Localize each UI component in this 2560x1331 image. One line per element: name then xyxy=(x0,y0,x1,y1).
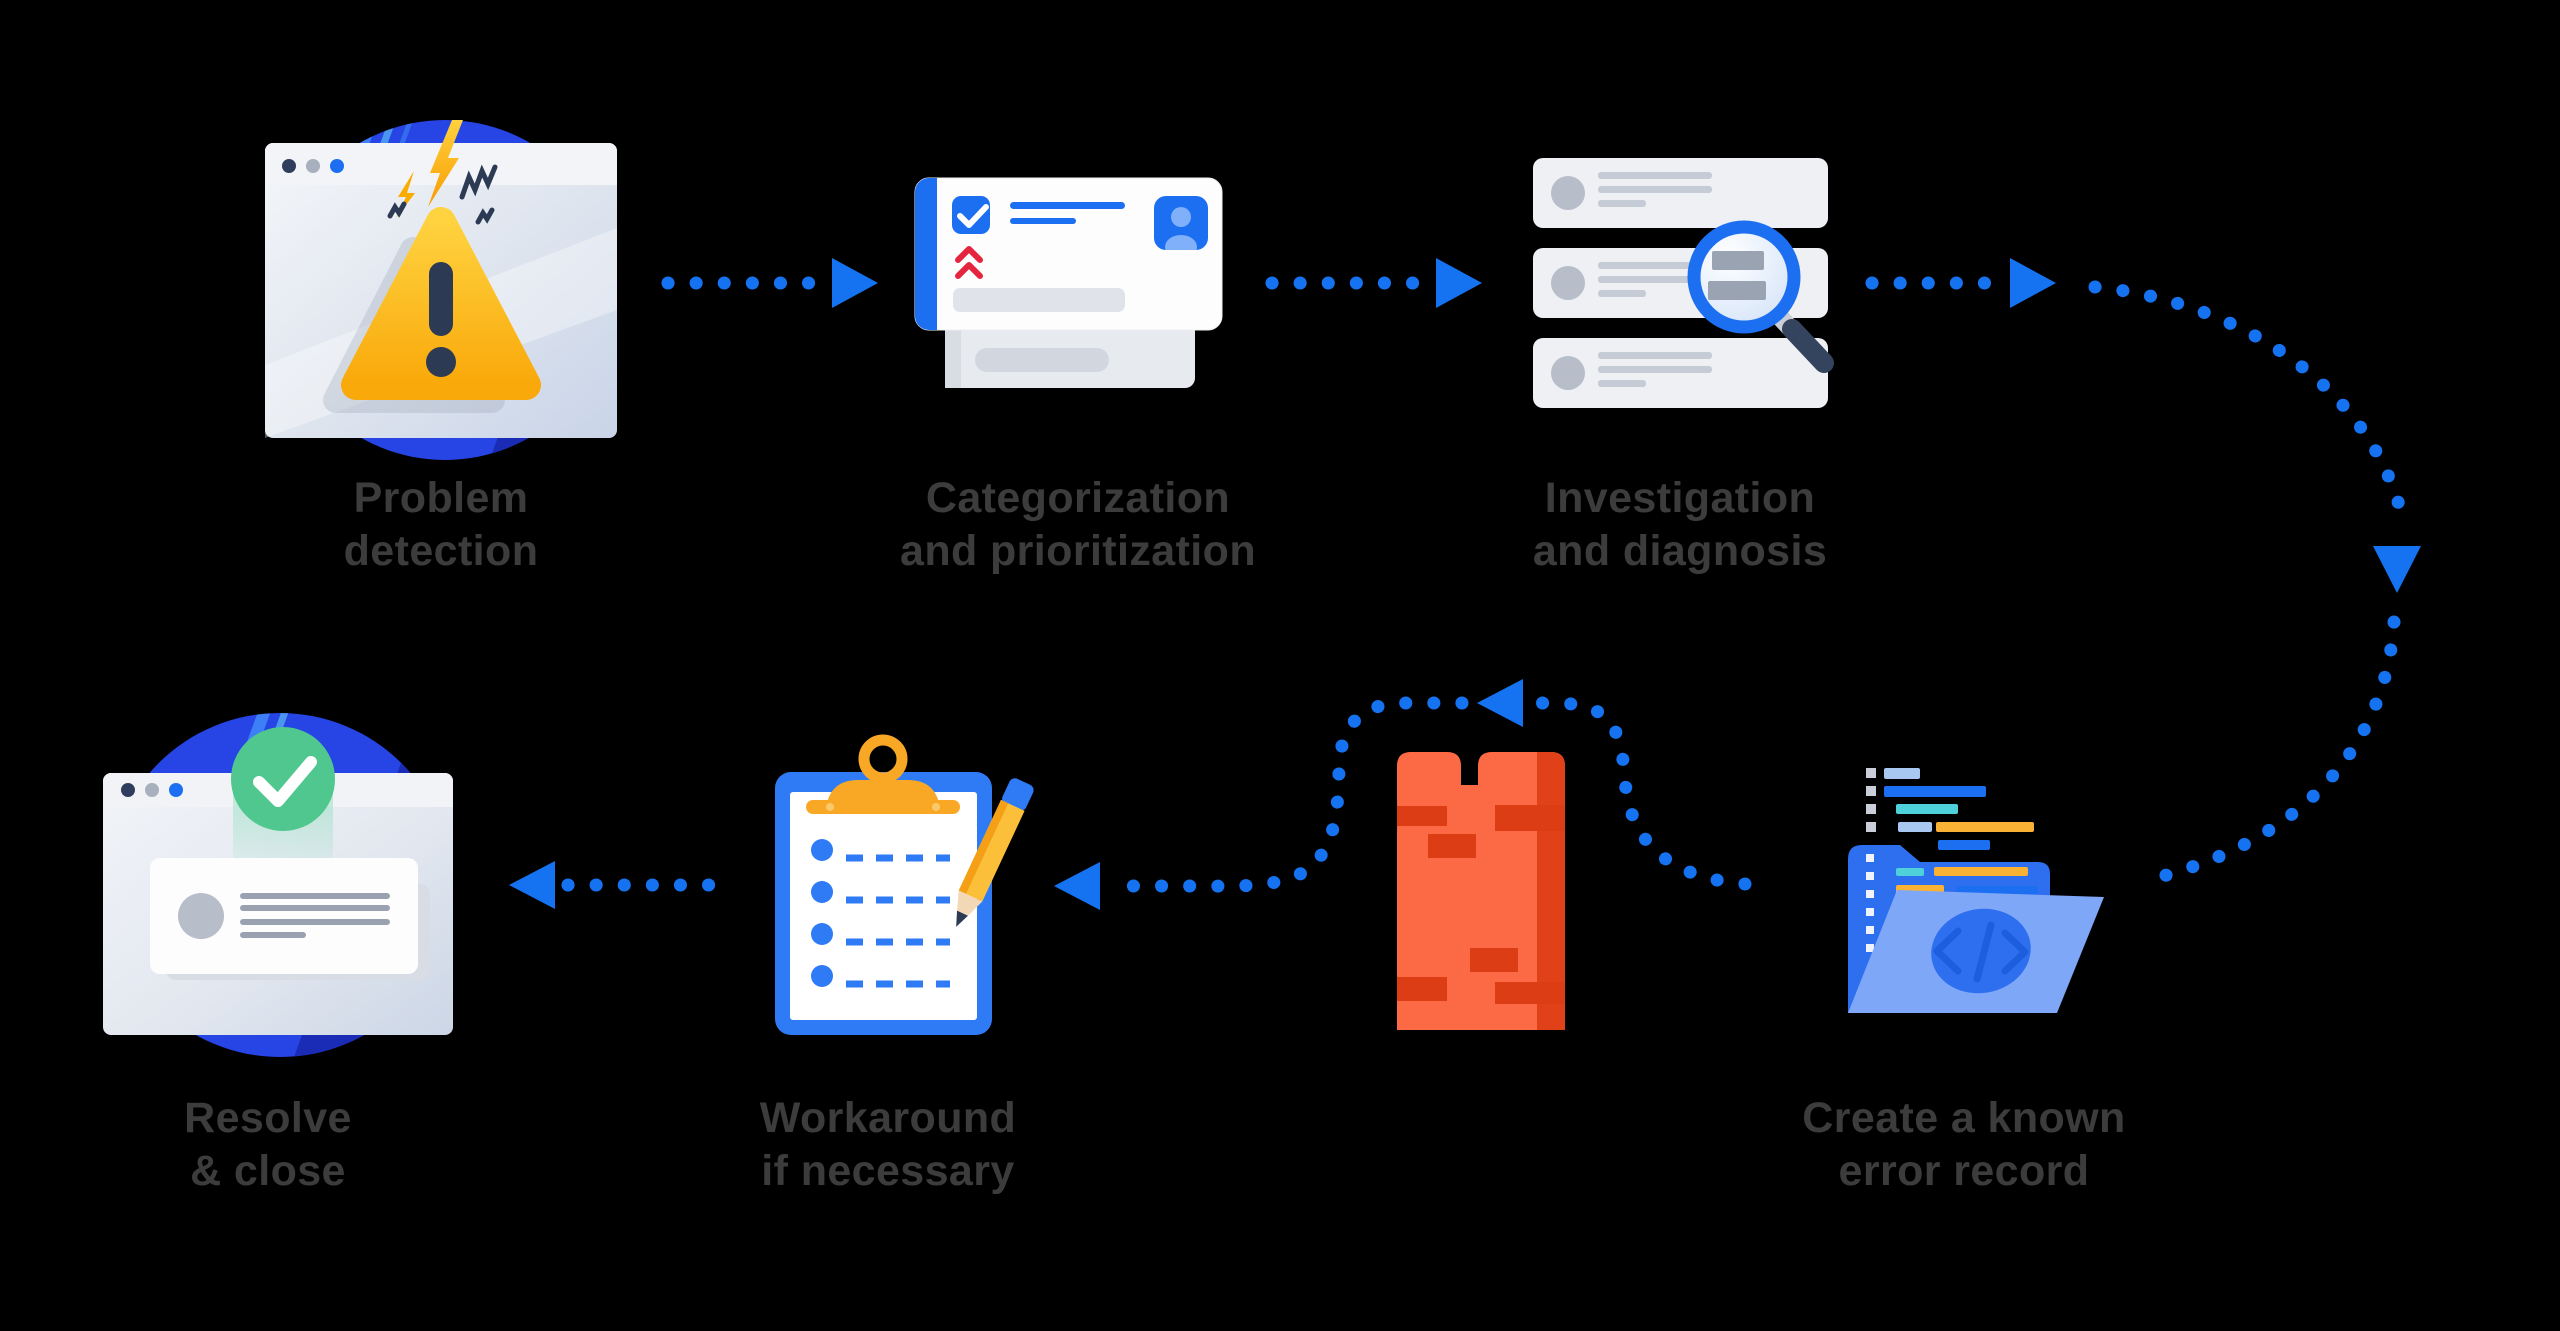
card-footer-bar xyxy=(953,288,1125,312)
window-dot-1 xyxy=(282,159,296,173)
back-card-bar xyxy=(975,348,1109,372)
window-dot-2 xyxy=(145,783,159,797)
issue-card-icon xyxy=(914,177,1223,388)
arrowhead-right-1 xyxy=(832,258,878,308)
arc-down-to-folder xyxy=(2133,615,2401,888)
success-check-icon xyxy=(231,727,335,831)
magnifier-icon xyxy=(1687,220,1834,373)
lightning-bolt-large-icon xyxy=(428,120,463,207)
card-title-line xyxy=(1010,202,1125,209)
label-line: and prioritization xyxy=(900,527,1256,575)
flow-connectors xyxy=(509,258,2421,910)
label-line: Categorization xyxy=(925,474,1231,522)
arrowhead-left-over-barrier xyxy=(1477,679,1523,727)
warning-browser-icon xyxy=(265,120,617,460)
step-label-known-error: Create a known error record xyxy=(1802,1092,2125,1198)
arrowhead-down xyxy=(2373,546,2421,593)
checklist-clipboard-icon xyxy=(775,734,1034,1035)
arc-over-barrier-to-clipboard xyxy=(1115,696,1469,893)
window-dot-3 xyxy=(330,159,344,173)
code-glyph xyxy=(1933,921,2029,983)
checklist-rows xyxy=(811,839,950,988)
search-list-icon xyxy=(1533,158,1834,408)
code-lines xyxy=(1866,768,2034,850)
priority-chevrons-icon xyxy=(955,246,983,279)
clipboard-paper xyxy=(790,792,977,1020)
code-folder-icon xyxy=(1848,768,2104,1013)
arrowhead-right-3 xyxy=(2010,258,2056,308)
resolved-browser-icon xyxy=(103,713,453,1057)
lightning-bolt-small-icon xyxy=(396,171,415,218)
roadblock-barrier-icon xyxy=(1397,752,1565,1030)
step-label-investigation: Investigation and diagnosis xyxy=(1533,472,1827,578)
assignee-avatar xyxy=(1154,196,1208,250)
card-subtitle-line xyxy=(1010,218,1076,224)
alert-squiggles xyxy=(387,164,498,225)
ticket-card xyxy=(150,858,418,974)
arc-right-down xyxy=(2088,280,2410,527)
pencil-icon xyxy=(956,778,1034,927)
window-dot-1 xyxy=(121,783,135,797)
checkbox-icon xyxy=(952,196,990,234)
arrowhead-right-2 xyxy=(1436,258,1482,308)
label-line: error record xyxy=(1838,1147,2090,1195)
window-dot-2 xyxy=(306,159,320,173)
label-line: & close xyxy=(190,1147,346,1195)
label-line: Create a known xyxy=(1802,1094,2126,1142)
folder-back-detail xyxy=(1866,854,2038,952)
label-line: detection xyxy=(343,527,539,575)
warning-triangle-icon xyxy=(341,207,541,400)
arrowhead-left-to-clipboard xyxy=(1054,862,1100,910)
label-line: if necessary xyxy=(761,1147,1015,1195)
label-line: Workaround xyxy=(759,1094,1017,1142)
arrowhead-left-to-resolve xyxy=(509,861,555,909)
clipboard-clip xyxy=(806,734,960,814)
arc-folder-up-over-barrier xyxy=(1527,696,1752,891)
label-line: and diagnosis xyxy=(1532,527,1828,575)
step-label-problem-detection: Problem detection xyxy=(344,472,539,578)
window-dot-3 xyxy=(169,783,183,797)
step-label-resolve-close: Resolve & close xyxy=(184,1092,352,1198)
step-label-categorization: Categorization and prioritization xyxy=(900,472,1256,578)
step-label-workaround: Workaround if necessary xyxy=(760,1092,1016,1198)
label-line: Problem xyxy=(353,474,529,522)
label-line: Resolve xyxy=(184,1094,352,1142)
label-line: Investigation xyxy=(1544,474,1816,522)
